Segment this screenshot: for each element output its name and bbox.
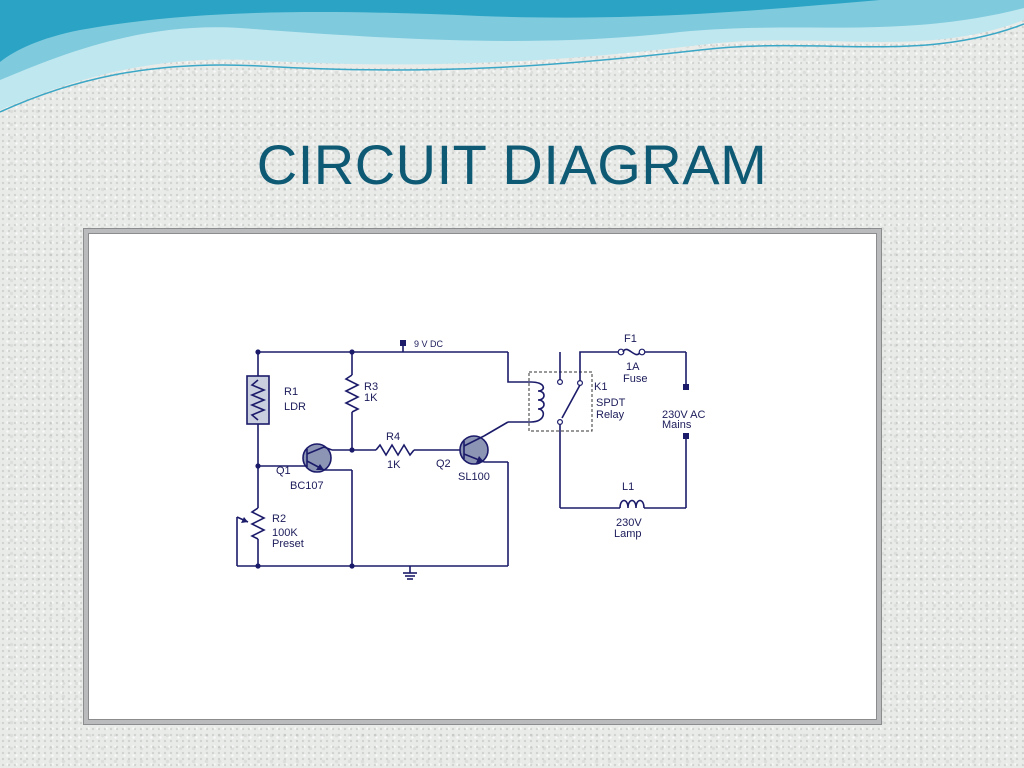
f1-value: 1A <box>626 361 640 373</box>
r2-value: 100K <box>272 527 298 539</box>
supply-terminal <box>400 340 406 346</box>
k1-ref: K1 <box>594 381 607 393</box>
mains-terminal-top <box>683 384 689 390</box>
mains-terminal-bottom <box>683 433 689 439</box>
diagram-frame: 9 V DC R1 LDR R3 1K <box>84 229 881 724</box>
slide-title: CIRCUIT DIAGRAM <box>256 133 768 196</box>
q1-part: BC107 <box>290 480 324 492</box>
l1-ref: L1 <box>622 481 634 493</box>
preset-r2: R2 100K Preset <box>236 505 304 566</box>
fuse-f1: F1 1A Fuse <box>617 333 686 385</box>
l1-desc: Lamp <box>614 528 642 540</box>
r1-ref: R1 <box>284 386 298 398</box>
transistor-q2: Q2 SL100 <box>436 421 509 566</box>
q1-ref: Q1 <box>276 465 291 477</box>
mains-desc: Mains <box>662 419 692 431</box>
resistor-r4: R4 1K <box>352 431 460 471</box>
r4-ref: R4 <box>386 431 400 443</box>
q2-ref: Q2 <box>436 458 451 470</box>
r3-value: 1K <box>364 392 378 404</box>
ground-rail <box>237 565 508 580</box>
supply-label: 9 V DC <box>414 339 444 349</box>
r1-desc: LDR <box>284 401 306 413</box>
wave-mid-band <box>0 0 1024 80</box>
l1-value: 230V <box>616 517 642 529</box>
r2-ref: R2 <box>272 513 286 525</box>
f1-ref: F1 <box>624 333 637 345</box>
r4-value: 1K <box>387 459 401 471</box>
mains-supply: 230V AC Mains <box>662 352 705 508</box>
r2-desc: Preset <box>272 538 304 550</box>
transistor-q1: Q1 BC107 <box>258 443 353 566</box>
k1-desc: Relay <box>596 409 625 421</box>
junction-dot <box>255 349 261 355</box>
junction-dot <box>349 349 355 355</box>
lamp-l1: L1 230V Lamp <box>560 481 686 540</box>
mains-value: 230V AC <box>662 409 705 421</box>
k1-type: SPDT <box>596 397 626 409</box>
r3-ref: R3 <box>364 381 378 393</box>
f1-desc: Fuse <box>623 373 647 385</box>
header-wave-decoration <box>0 0 1024 113</box>
relay-k1: K1 SPDT Relay <box>507 351 626 508</box>
q2-part: SL100 <box>458 471 490 483</box>
resistor-r3: R3 1K <box>344 352 378 450</box>
circuit-diagram: 9 V DC R1 LDR R3 1K <box>236 333 705 580</box>
ldr-r1: R1 LDR <box>246 352 306 505</box>
supply-rail: 9 V DC <box>258 339 508 353</box>
wave-dark-band <box>0 0 880 62</box>
wave-line <box>0 23 1024 113</box>
